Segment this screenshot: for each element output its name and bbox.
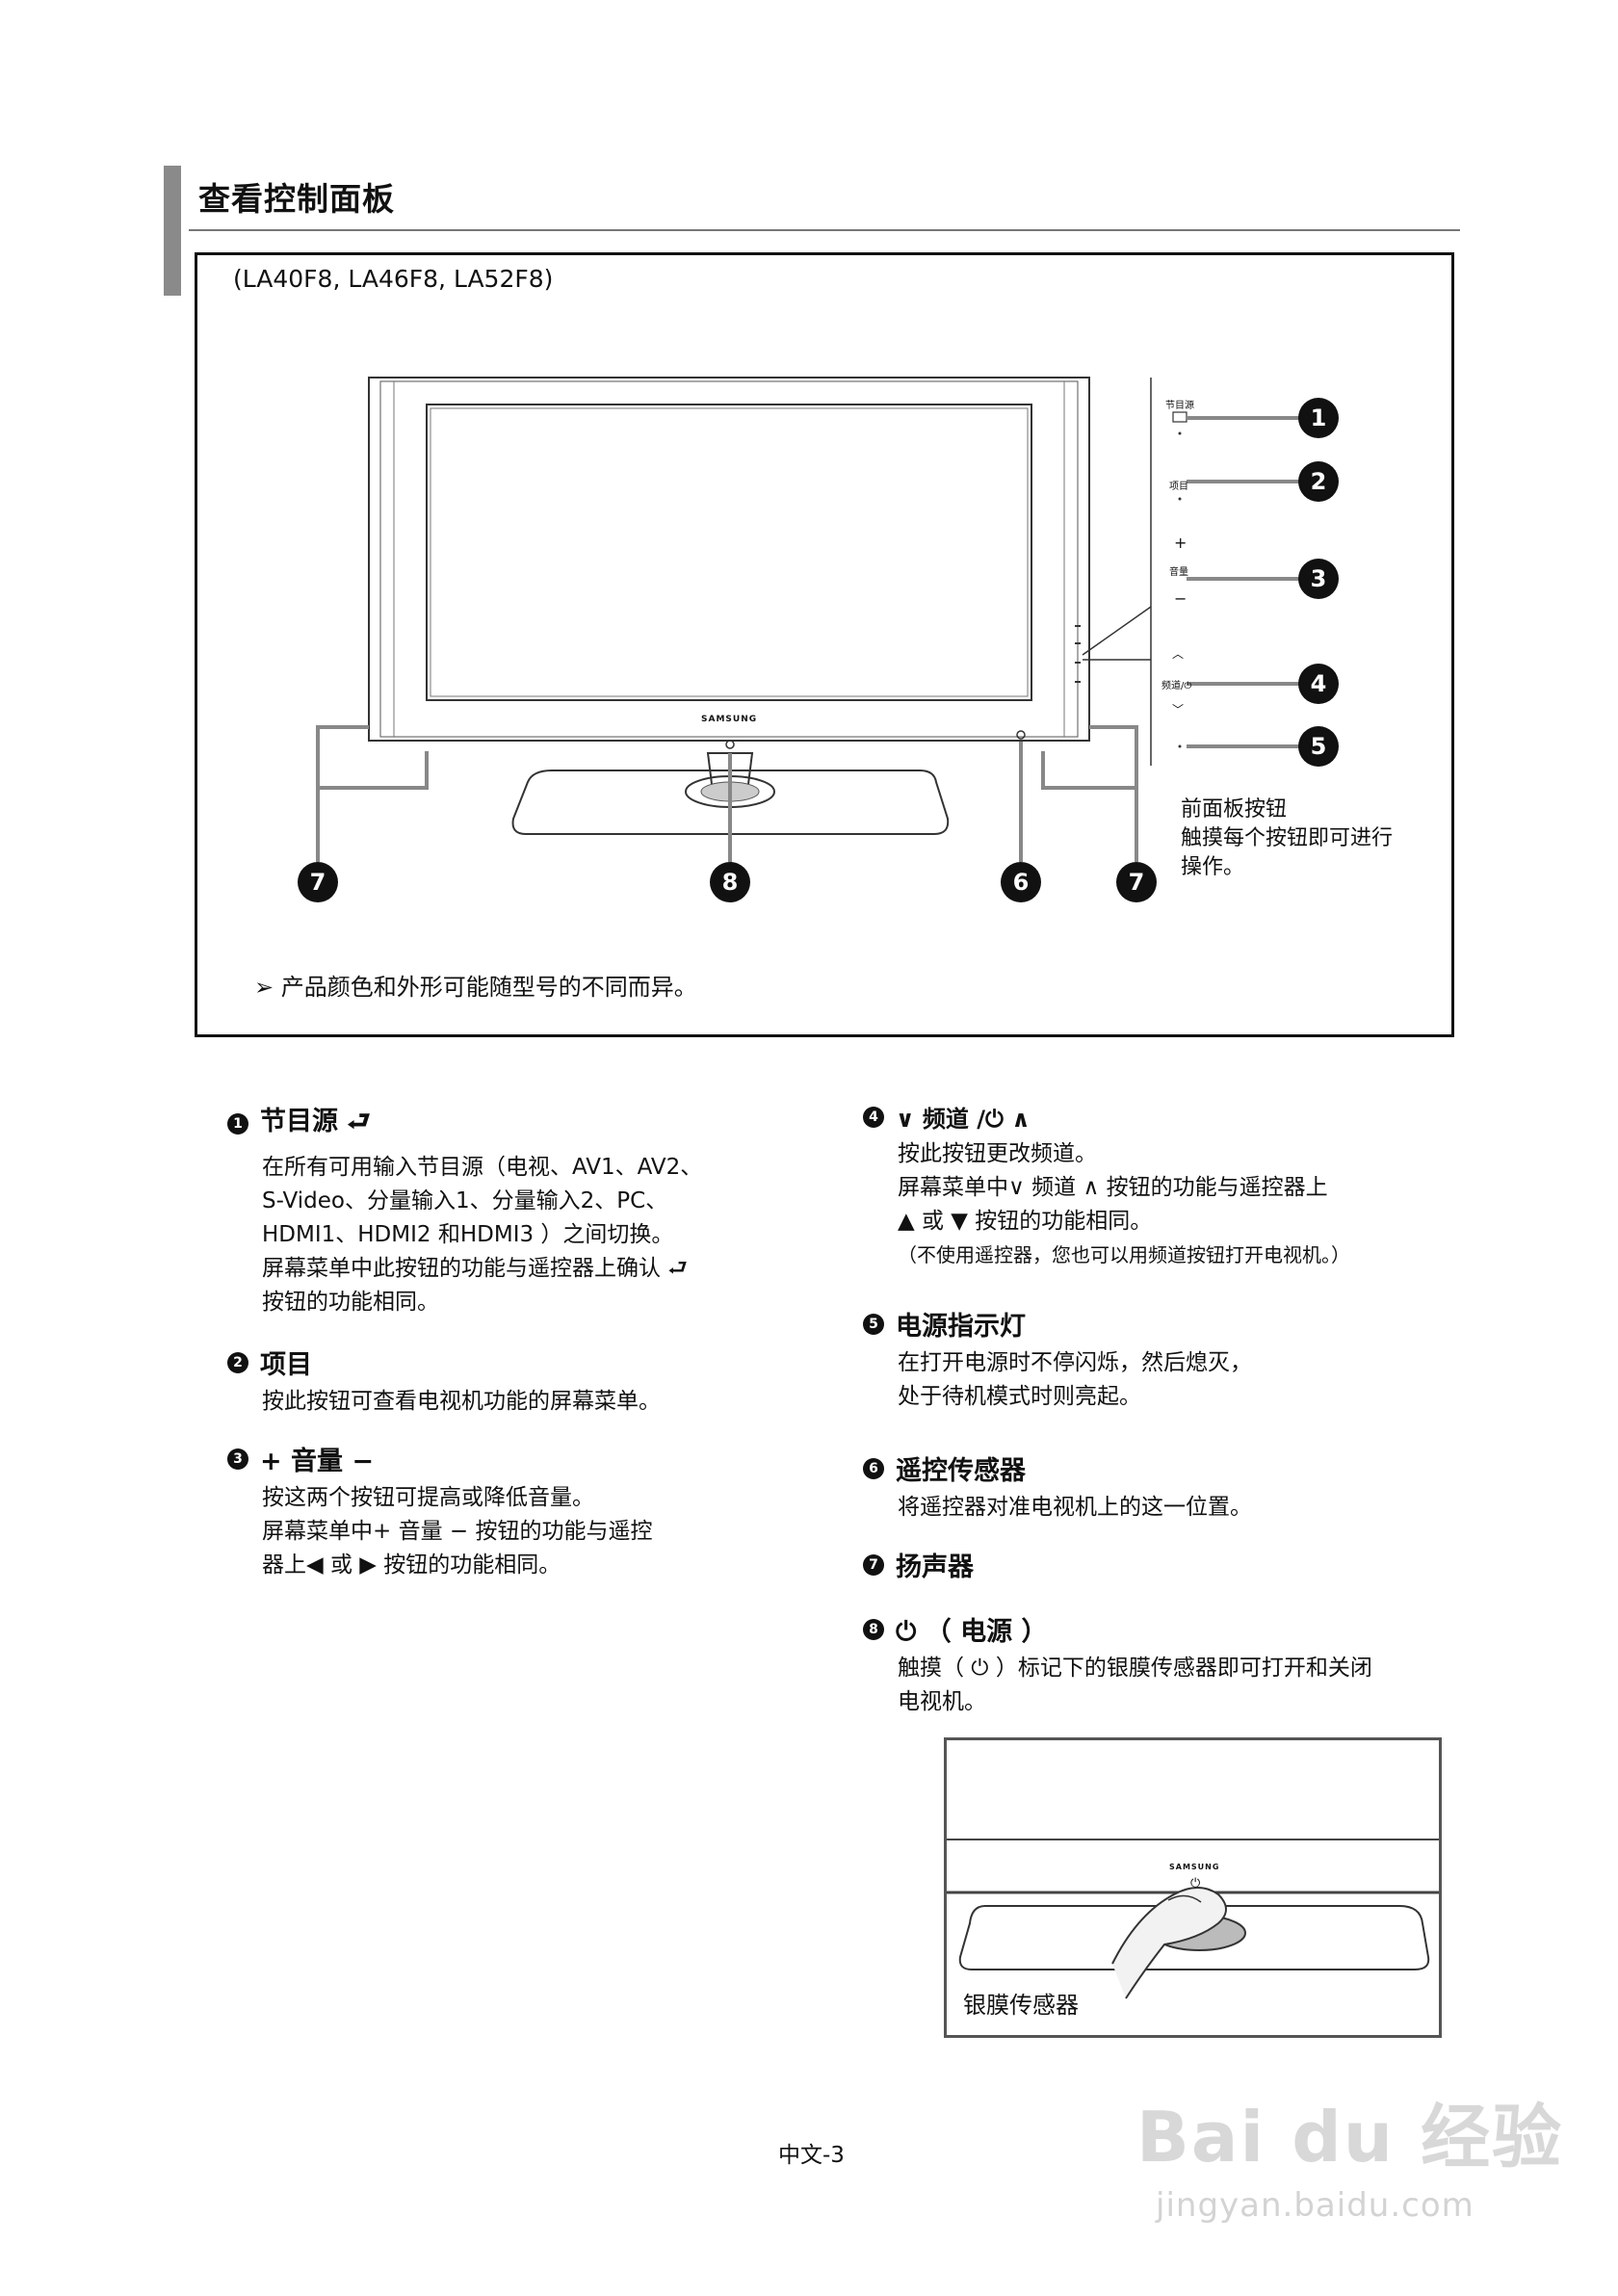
section-line: 触摸（ ⏻ ）标记下的银膜传感器即可打开和关闭: [898, 1656, 1372, 1681]
page-title: 查看控制面板: [198, 180, 395, 218]
figure-frame: [195, 252, 1454, 1037]
power-icon: ⏻: [1190, 1876, 1201, 1891]
panel-label-channel: 频道/⏻: [1161, 681, 1192, 691]
panel-label-menu: 项目: [1169, 482, 1188, 492]
side-button-marks: [1075, 625, 1081, 683]
stand-base: [511, 770, 950, 835]
section-line: 按这两个按钮可提高或降低音量。: [262, 1485, 594, 1510]
section-6: 6 遥控传感器 将遥控器对准电视机上的这一位置。: [863, 1449, 1252, 1525]
sensor-illustration-drawing: [947, 1839, 1439, 1999]
section-number: 6: [863, 1457, 884, 1479]
leader-lines: [316, 416, 1300, 862]
section-7: 7 扬声器: [863, 1546, 974, 1583]
callout-7-left: 7: [298, 862, 338, 902]
section-line: 在所有可用输入节目源（电视、AV1、AV2、: [262, 1155, 703, 1180]
source-symbol: [1172, 411, 1187, 423]
section-number: 4: [863, 1106, 884, 1128]
section-8: 8 ⏻ （ 电源 ） 触摸（ ⏻ ）标记下的银膜传感器即可打开和关闭 电视机。: [863, 1610, 1372, 1719]
tv-bezel-inner: [379, 380, 1079, 738]
panel-label-down: ﹀: [1172, 703, 1185, 717]
section-2: 2 项目 按此按钮可查看电视机功能的屏幕菜单。: [227, 1344, 661, 1419]
section-line: 按此按钮更改频道。: [898, 1141, 1097, 1166]
section-line: 屏幕菜单中此按钮的功能与遥控器上确认 ⮐: [262, 1256, 689, 1281]
section-line: 处于待机模式时则亮起。: [898, 1384, 1141, 1409]
note-text: 产品颜色和外形可能随型号的不同而异。: [280, 974, 697, 1001]
section-line: 器上◀ 或 ▶ 按钮的功能相同。: [262, 1552, 561, 1578]
tv-bezel-outer: [368, 377, 1090, 742]
section-1: 1 节目源 ⮐ 在所有可用输入节目源（电视、AV1、AV2、 S-Video、分…: [227, 1100, 702, 1319]
section-5: 5 电源指示灯 在打开电源时不停闪烁，然后熄灭， 处于待机模式时则亮起。: [863, 1305, 1252, 1414]
arrow-icon: ➢: [254, 974, 274, 1001]
section-4: 4 ∨ 频道 /⏻ ∧ 按此按钮更改频道。 屏幕菜单中∨ 频道 ∧ 按钮的功能与…: [863, 1100, 1350, 1272]
section-line: ▲ 或 ▼ 按钮的功能相同。: [898, 1209, 1153, 1234]
section-title: ⏻ （ 电源 ）: [896, 1617, 1048, 1647]
model-numbers: (LA40F8, LA46F8, LA52F8): [233, 265, 554, 293]
panel-caption-line: 触摸每个按钮即可进行: [1181, 826, 1394, 850]
section-line: 在打开电源时不停闪烁，然后熄灭，: [898, 1350, 1252, 1375]
section-title: ∨ 频道 /⏻ ∧: [896, 1106, 1031, 1133]
panel-label-up: ︿: [1172, 647, 1185, 661]
section-number: 8: [863, 1618, 884, 1640]
section-title: 节目源 ⮐: [260, 1107, 371, 1136]
power-sensor: [725, 740, 735, 749]
panel-caption: 前面板按钮 触摸每个按钮即可进行 操作。: [1181, 796, 1393, 882]
section-line: 按钮的功能相同。: [262, 1290, 439, 1315]
remote-sensor: [1016, 730, 1026, 740]
panel-caption-line: 操作。: [1181, 855, 1245, 879]
section-title: 遥控传感器: [896, 1456, 1026, 1486]
tv-screen: [426, 404, 1032, 701]
section-line: S-Video、分量输入1、分量输入2、PC、: [262, 1188, 668, 1213]
section-line: 屏幕菜单中∨ 频道 ∧ 按钮的功能与遥控器上: [898, 1175, 1328, 1200]
callout-8: 8: [710, 862, 750, 902]
header-rule: [189, 229, 1460, 231]
header-accent-bar: [164, 166, 181, 296]
section-line: 屏幕菜单中+ 音量 − 按钮的功能与遥控: [262, 1519, 653, 1544]
tv-diagram: [316, 377, 1300, 862]
section-title: 项目: [260, 1350, 312, 1380]
section-title: + 音量 −: [260, 1447, 375, 1476]
callout-7-right: 7: [1116, 862, 1157, 902]
sensor-label: 银膜传感器: [963, 1992, 1079, 2019]
section-line: 按此按钮可查看电视机功能的屏幕菜单。: [262, 1389, 661, 1414]
page-number: 中文-3: [778, 2143, 845, 2168]
section-number: 5: [863, 1313, 884, 1335]
panel-caption-line: 前面板按钮: [1181, 797, 1288, 822]
callout-3: 3: [1298, 559, 1339, 599]
watermark-logo: Bai du 经验: [1136, 2097, 1564, 2178]
photo-brand: SAMSUNG: [1169, 1863, 1220, 1871]
panel-label-source: 节目源: [1165, 401, 1194, 411]
section-line: （不使用遥控器，您也可以用频道按钮打开电视机。）: [898, 1243, 1350, 1266]
sensor-illustration: [944, 1737, 1442, 2038]
callout-4: 4: [1298, 664, 1339, 704]
tv-brand: SAMSUNG: [701, 715, 758, 724]
callout-1: 1: [1298, 398, 1339, 438]
watermark-url: jingyan.baidu.com: [1156, 2186, 1474, 2225]
callout-6: 6: [1001, 862, 1041, 902]
section-title: 扬声器: [896, 1552, 974, 1582]
callout-2: 2: [1298, 461, 1339, 502]
section-3: 3 + 音量 − 按这两个按钮可提高或降低音量。 屏幕菜单中+ 音量 − 按钮的…: [227, 1440, 652, 1582]
section-number: 2: [227, 1351, 248, 1373]
panel-label-volume: 音量: [1169, 567, 1188, 578]
section-number: 7: [863, 1553, 884, 1576]
section-number: 3: [227, 1448, 248, 1470]
section-line: 将遥控器对准电视机上的这一位置。: [898, 1495, 1252, 1520]
callout-5: 5: [1298, 726, 1339, 767]
section-line: HDMI1、HDMI2 和HDMI3 ）之间切换。: [262, 1222, 674, 1247]
product-note: ➢ 产品颜色和外形可能随型号的不同而异。: [254, 968, 697, 1002]
panel-label-minus: −: [1174, 589, 1187, 608]
section-line: 电视机。: [898, 1689, 986, 1714]
section-title: 电源指示灯: [896, 1312, 1026, 1342]
panel-label-plus: +: [1174, 534, 1187, 552]
section-number: 1: [227, 1112, 248, 1135]
